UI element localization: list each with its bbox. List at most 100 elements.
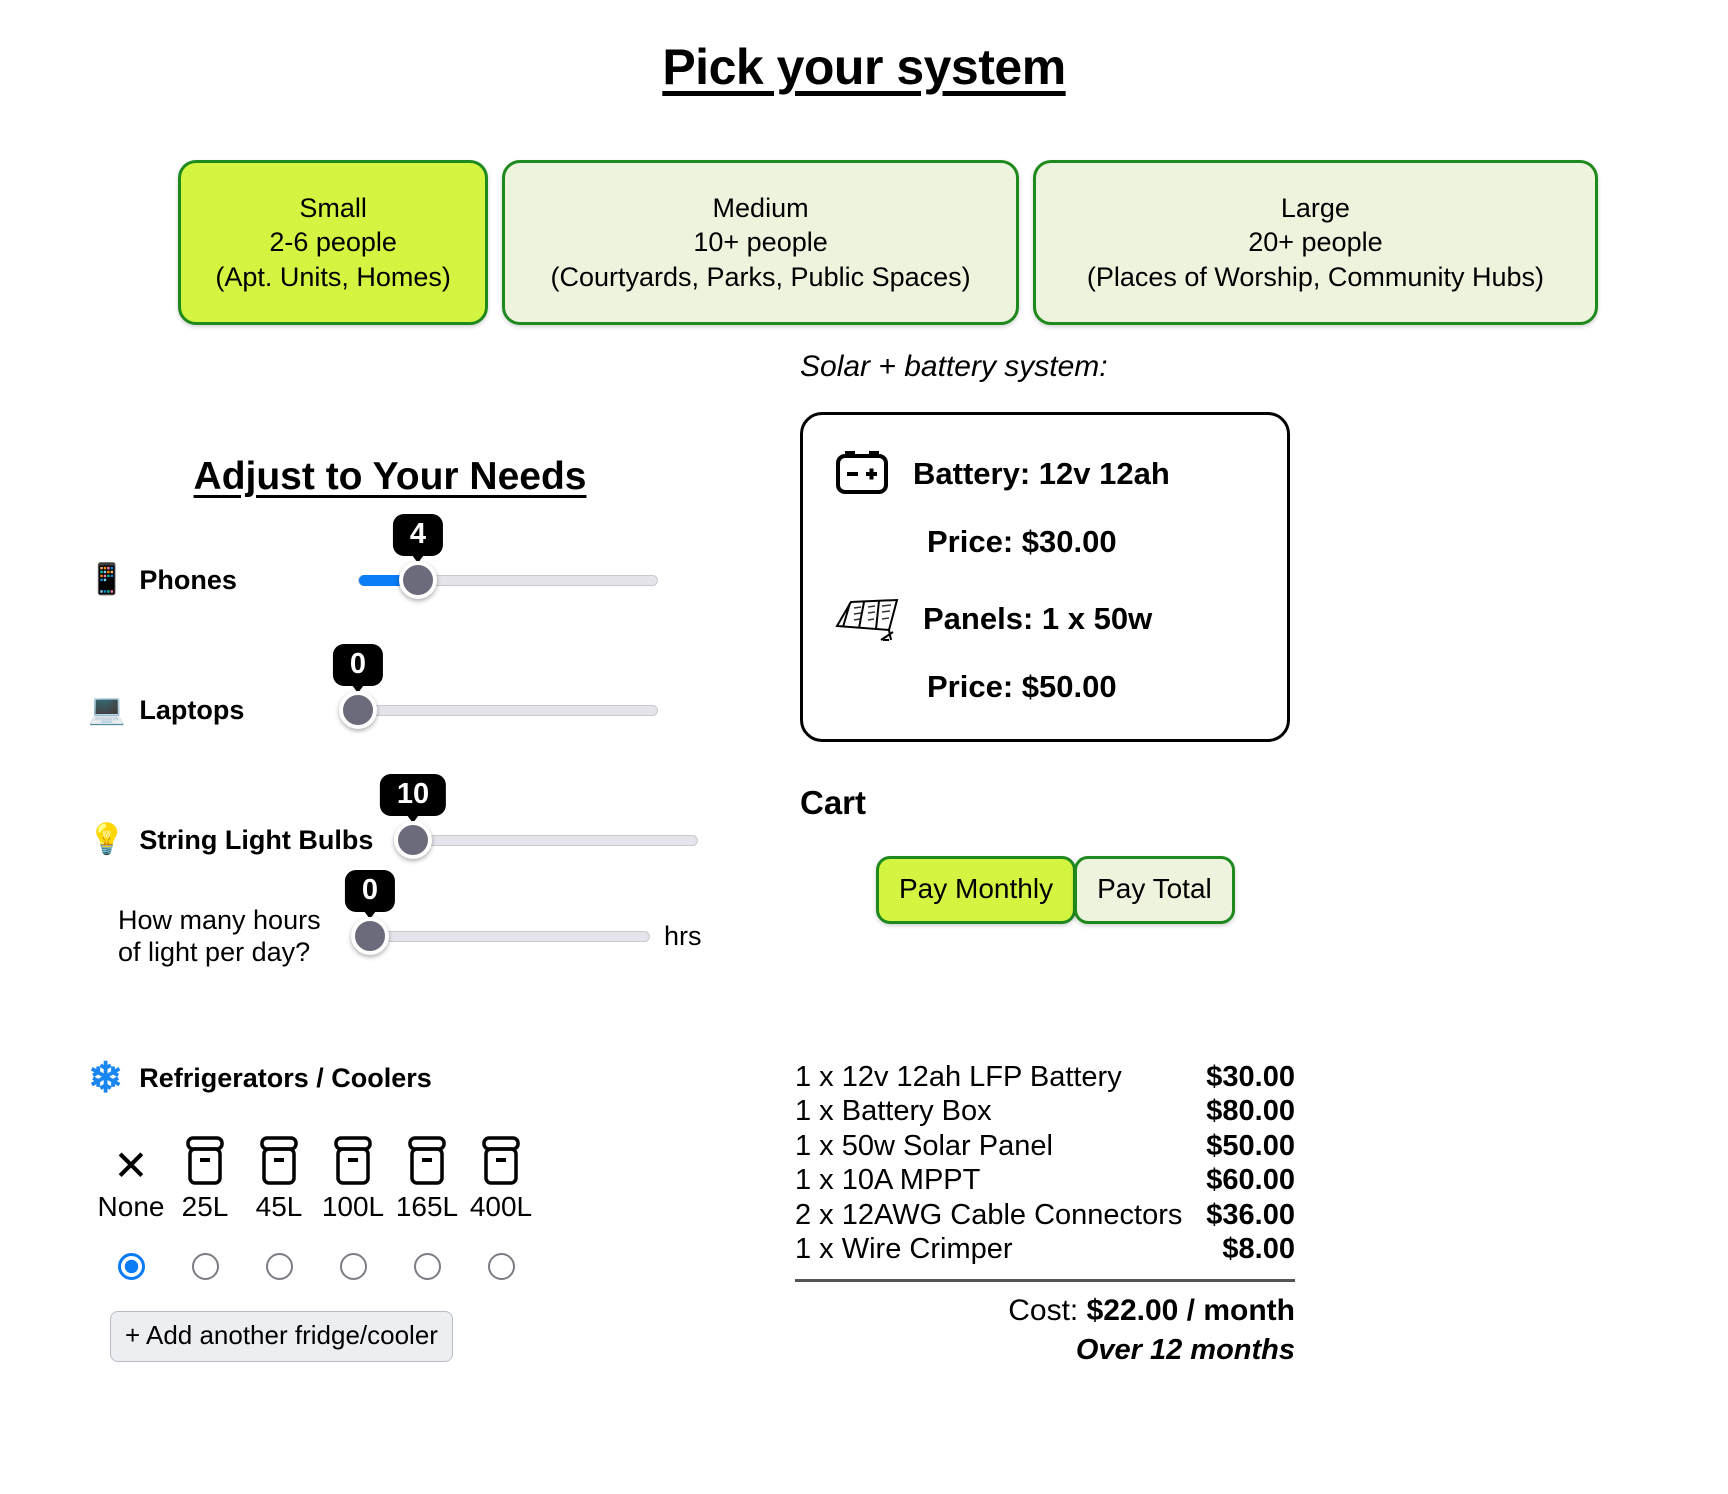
slider-light-hours[interactable]: 0 — [344, 869, 650, 958]
size-option-small-name: Small — [299, 192, 367, 223]
fridge-option-none[interactable]: ✕ None — [94, 1127, 168, 1289]
slider-track-bulbs[interactable] — [398, 834, 698, 846]
cart-item-price: $60.00 — [1206, 1164, 1295, 1197]
cooler-icon-svg — [186, 1136, 224, 1185]
fridge-radio-165l[interactable] — [413, 1252, 441, 1280]
slider-row-light-hours: How many hours of light per day? 0 hrs — [0, 869, 820, 973]
solar-panel-icon-svg — [835, 598, 899, 641]
page-title-text: Pick your system — [662, 39, 1066, 95]
fridge-radio-100l[interactable] — [339, 1252, 367, 1280]
add-fridge-button[interactable]: + Add another fridge/cooler — [110, 1311, 453, 1362]
fridge-option-25l[interactable]: 25L — [168, 1127, 242, 1289]
cart-cost-prefix: Cost: — [1008, 1293, 1087, 1327]
page-title: Pick your system — [0, 38, 1728, 96]
bulb-icon: 💡 — [88, 823, 126, 856]
slider-label-phones-text: Phones — [139, 564, 237, 595]
battery-price: Price: $30.00 — [927, 524, 1117, 559]
fridge-radio-400l[interactable] — [487, 1252, 515, 1280]
size-option-large-examples: (Places of Worship, Community Hubs) — [1086, 261, 1544, 292]
slider-laptops[interactable]: 0 — [332, 643, 658, 732]
size-option-small[interactable]: Small 2-6 people (Apt. Units, Homes) — [178, 160, 489, 325]
slider-thumb-phones[interactable] — [399, 561, 437, 599]
light-hours-question-line2: of light per day? — [118, 937, 311, 967]
cooler-icon — [168, 1127, 242, 1187]
fridge-option-45l[interactable]: 45L — [242, 1127, 316, 1289]
fridge-option-45l-label: 45L — [255, 1191, 303, 1222]
cart-row: 1 x Battery Box $80.00 — [795, 1094, 1295, 1128]
cooler-icon — [464, 1127, 538, 1187]
size-option-large-name: Large — [1280, 192, 1350, 223]
slider-thumb-light-hours[interactable] — [351, 917, 389, 955]
adjust-heading-text: Adjust to Your Needs — [193, 455, 587, 498]
fridge-option-165l[interactable]: 165L — [390, 1127, 464, 1289]
slider-track-light-hours[interactable] — [370, 930, 650, 942]
cart-row: 1 x 50w Solar Panel $50.00 — [795, 1129, 1295, 1163]
cart-row: 1 x Wire Crimper $8.00 — [795, 1232, 1295, 1266]
cart-title: Cart — [800, 784, 867, 821]
cart-item-name: 2 x 12AWG Cable Connectors — [795, 1198, 1183, 1231]
fridge-radio-25l[interactable] — [191, 1252, 219, 1280]
slider-track-laptops[interactable] — [358, 704, 658, 716]
size-option-small-people: 2-6 people — [269, 227, 397, 258]
fridge-option-25l-label: 25L — [181, 1191, 229, 1222]
slider-phones[interactable]: 4 — [358, 513, 658, 602]
panels-price: Price: $50.00 — [927, 669, 1117, 704]
cart-item-name: 1 x Wire Crimper — [795, 1233, 1013, 1266]
fridge-option-165l-label: 165L — [395, 1191, 459, 1222]
slider-fill-phones — [359, 574, 419, 586]
light-hours-unit: hrs — [664, 920, 702, 951]
fridge-option-100l[interactable]: 100L — [316, 1127, 390, 1289]
slider-label-laptops: 💻 Laptops — [88, 695, 358, 726]
fridge-option-400l-label: 400L — [469, 1191, 533, 1222]
snowflake-icon: ❄ — [88, 1054, 124, 1101]
fridge-option-100l-label: 100L — [321, 1191, 385, 1222]
cooler-icon — [390, 1127, 464, 1187]
fridge-option-none-label: None — [97, 1191, 165, 1222]
size-option-large[interactable]: Large 20+ people (Places of Worship, Com… — [1032, 160, 1598, 325]
slider-value-bulbs: 10 — [379, 773, 447, 824]
cooler-icon-svg — [260, 1136, 298, 1185]
panels-title: Panels: 1 x 50w — [923, 600, 1153, 636]
cart-item-price: $30.00 — [1206, 1061, 1295, 1093]
battery-icon — [831, 445, 893, 502]
slider-track-phones[interactable] — [358, 574, 658, 586]
cart-item-price: $50.00 — [1206, 1129, 1295, 1162]
cart-cost-line: Cost: $22.00 / month — [795, 1294, 1295, 1328]
slider-row-phones: 📱 Phones 4 — [0, 513, 820, 617]
cooler-icon — [316, 1127, 390, 1187]
cart-item-price: $8.00 — [1222, 1233, 1295, 1266]
cart-items-list: 1 x 12v 12ah LFP Battery $30.00 1 x Batt… — [795, 1060, 1295, 1367]
system-panels-line: Panels: 1 x 50w — [831, 590, 1259, 647]
fridge-radio-none[interactable] — [117, 1252, 145, 1280]
system-panel: Solar + battery system: Battery: 12v 12a… — [800, 350, 1700, 924]
solar-system-caption: Solar + battery system: — [800, 350, 1108, 383]
pay-total-button[interactable]: Pay Total — [1074, 856, 1235, 924]
cart-item-price: $80.00 — [1206, 1095, 1295, 1128]
slider-label-bulbs: 💡 String Light Bulbs — [88, 825, 398, 856]
fridge-option-400l[interactable]: 400L — [464, 1127, 538, 1289]
refrigerator-section: ❄ Refrigerators / Coolers ✕ None — [88, 1057, 820, 1362]
slider-string-light-bulbs[interactable]: 10 — [379, 773, 698, 862]
adjust-panel: Adjust to Your Needs 📱 Phones 4 💻 Laptop… — [0, 455, 820, 1362]
fridge-radio-45l[interactable] — [265, 1252, 293, 1280]
slider-thumb-laptops[interactable] — [339, 691, 377, 729]
cooler-icon — [242, 1127, 316, 1187]
slider-value-phones: 4 — [392, 513, 444, 564]
payment-mode-toggle: Pay Monthly Pay Total — [876, 856, 1700, 924]
pay-monthly-button[interactable]: Pay Monthly — [876, 856, 1077, 924]
size-option-small-examples: (Apt. Units, Homes) — [215, 261, 451, 292]
slider-thumb-bulbs[interactable] — [394, 821, 432, 859]
battery-title: Battery: 12v 12ah — [913, 455, 1170, 491]
system-size-selector: Small 2-6 people (Apt. Units, Homes) Med… — [178, 160, 1598, 325]
cart-row: 1 x 12v 12ah LFP Battery $30.00 — [795, 1060, 1295, 1094]
laptop-icon: 💻 — [88, 693, 126, 726]
cooler-icon-svg — [482, 1136, 520, 1185]
size-option-medium[interactable]: Medium 10+ people (Courtyards, Parks, Pu… — [502, 160, 1019, 325]
battery-icon-svg — [836, 451, 888, 494]
slider-row-string-light-bulbs: 💡 String Light Bulbs 10 — [0, 773, 820, 877]
cart-row: 2 x 12AWG Cable Connectors $36.00 — [795, 1198, 1295, 1232]
cooler-icon-svg — [334, 1136, 372, 1185]
cart-item-name: 1 x 12v 12ah LFP Battery — [795, 1061, 1122, 1093]
cart-item-name: 1 x 10A MPPT — [795, 1164, 981, 1197]
